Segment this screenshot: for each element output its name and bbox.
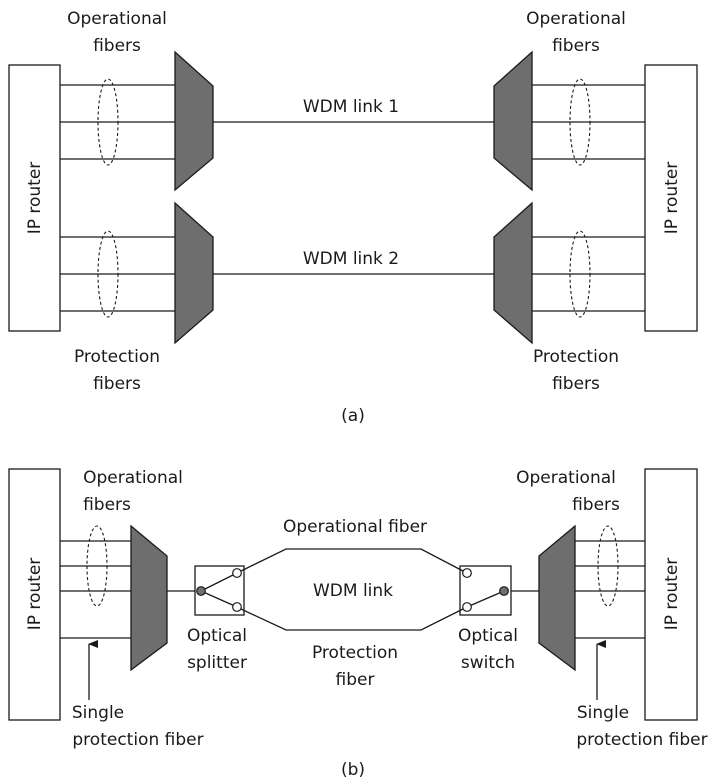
protection-fiber-label-line1: Protection [312, 643, 398, 663]
protection-fibers-label-line2: fibers [93, 374, 141, 394]
fiber-bundle-ellipse [86, 525, 108, 607]
wdm-demultiplexer [538, 524, 576, 672]
left-ip-router-box [8, 468, 61, 721]
wdm-multiplexer [174, 201, 214, 345]
protection-fiber-label-line2: fiber [336, 670, 375, 690]
protection-fibers-label-line2: fibers [552, 374, 600, 394]
optical-switch-label-line2: switch [461, 653, 515, 673]
wdm-demultiplexer [493, 50, 533, 192]
single-protection-fiber-label-line2: protection fiber [576, 730, 707, 750]
operational-fibers-label-line2: fibers [552, 36, 600, 56]
operational-wdm-fiber [240, 548, 464, 572]
protection-wdm-fiber [240, 608, 464, 631]
switch-input-port [462, 602, 472, 612]
wdm-link-2-label: WDM link 2 [303, 249, 399, 269]
left-ip-router-label: IP router [25, 162, 45, 235]
optical-switch-label-line1: Optical [458, 626, 518, 646]
optical-splitter-label-line1: Optical [187, 626, 247, 646]
protection-fibers-label-line1: Protection [533, 347, 619, 367]
wdm-multiplexer [174, 50, 214, 192]
right-ip-router-box [644, 468, 698, 721]
caption-a: (a) [341, 406, 365, 426]
single-protection-fiber-label-line2: protection fiber [72, 730, 203, 750]
wdm-link-label: WDM link [313, 581, 393, 601]
fiber-bundle-ellipse [569, 78, 591, 166]
switch-input-port [462, 568, 472, 578]
wdm-link-1-label: WDM link 1 [303, 97, 399, 117]
caption-b: (b) [341, 760, 365, 780]
operational-fibers-label-line1: Operational [516, 468, 616, 488]
left-ip-router-label: IP router [25, 558, 45, 631]
operational-fibers-label-line1: Operational [67, 9, 167, 29]
right-ip-router-label: IP router [662, 162, 682, 235]
fiber-bundle-ellipse [97, 78, 119, 166]
operational-fibers-label-line1: Operational [526, 9, 626, 29]
splitter-branch [200, 590, 238, 608]
operational-fibers-label-line2: fibers [572, 495, 620, 515]
single-protection-fiber-label-line1: Single [72, 703, 124, 723]
diagram-b: IP router IP router [8, 468, 708, 780]
splitter-branch [200, 572, 238, 592]
switch-arm [466, 590, 505, 608]
switch-output-port [499, 586, 509, 596]
diagram-a: IP router IP router WDM link 1 W [8, 9, 698, 426]
operational-fibers-label-line2: fibers [93, 36, 141, 56]
protection-fibers-label-line1: Protection [74, 347, 160, 367]
right-ip-router-label: IP router [662, 558, 682, 631]
right-ip-router-box [644, 64, 698, 332]
splitter-output-port [232, 602, 242, 612]
optical-splitter-label-line2: splitter [187, 653, 247, 673]
single-protection-fiber-label-line1: Single [577, 703, 629, 723]
left-ip-router-box [8, 64, 61, 332]
fiber-bundle-ellipse [569, 230, 591, 318]
fiber-bundle-ellipse [97, 230, 119, 318]
wdm-multiplexer [130, 524, 168, 672]
operational-fibers-label-line2: fibers [83, 495, 131, 515]
wdm-demultiplexer [493, 201, 533, 345]
operational-fiber-label: Operational fiber [283, 517, 427, 537]
operational-fibers-label-line1: Operational [83, 468, 183, 488]
splitter-output-port [232, 568, 242, 578]
fiber-bundle-ellipse [597, 525, 619, 607]
splitter-input-port [196, 586, 206, 596]
